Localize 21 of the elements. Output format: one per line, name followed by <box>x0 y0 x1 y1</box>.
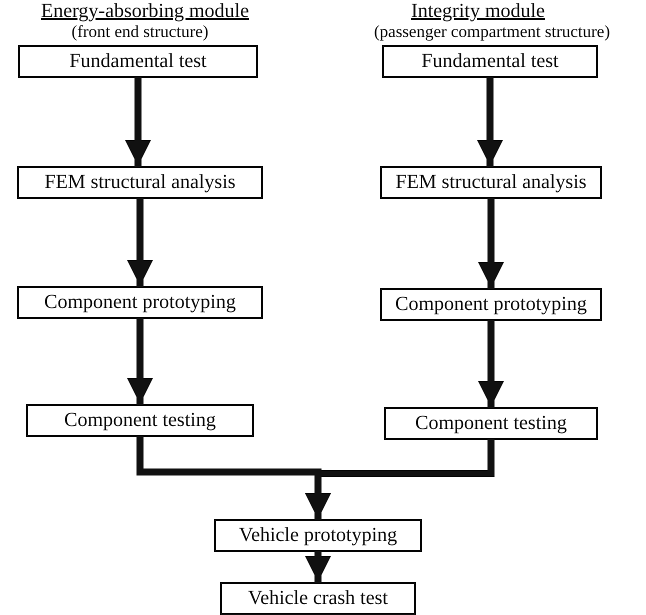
column-subtitle: (front end structure) <box>72 23 208 42</box>
process-box: Fundamental test <box>382 45 598 78</box>
arrow <box>478 199 504 288</box>
process-box: Component prototyping <box>17 286 263 319</box>
process-box: Vehicle prototyping <box>214 519 422 552</box>
process-box: Component prototyping <box>380 288 602 321</box>
process-box: Component testing <box>384 407 598 440</box>
process-box: FEM structural analysis <box>17 166 263 199</box>
process-box: Component testing <box>26 404 254 437</box>
column-heading: Integrity module <box>411 0 545 22</box>
column-subtitle: (passenger compartment structure) <box>374 23 610 42</box>
arrow <box>478 321 504 407</box>
arrow <box>127 199 153 286</box>
arrow <box>477 78 503 166</box>
process-box: Vehicle crash test <box>220 582 416 615</box>
arrow <box>305 552 331 582</box>
arrow <box>127 319 153 404</box>
column-heading: Energy-absorbing module <box>41 0 249 22</box>
process-box: Fundamental test <box>18 45 258 78</box>
process-box: FEM structural analysis <box>380 166 602 199</box>
arrow <box>125 78 151 166</box>
